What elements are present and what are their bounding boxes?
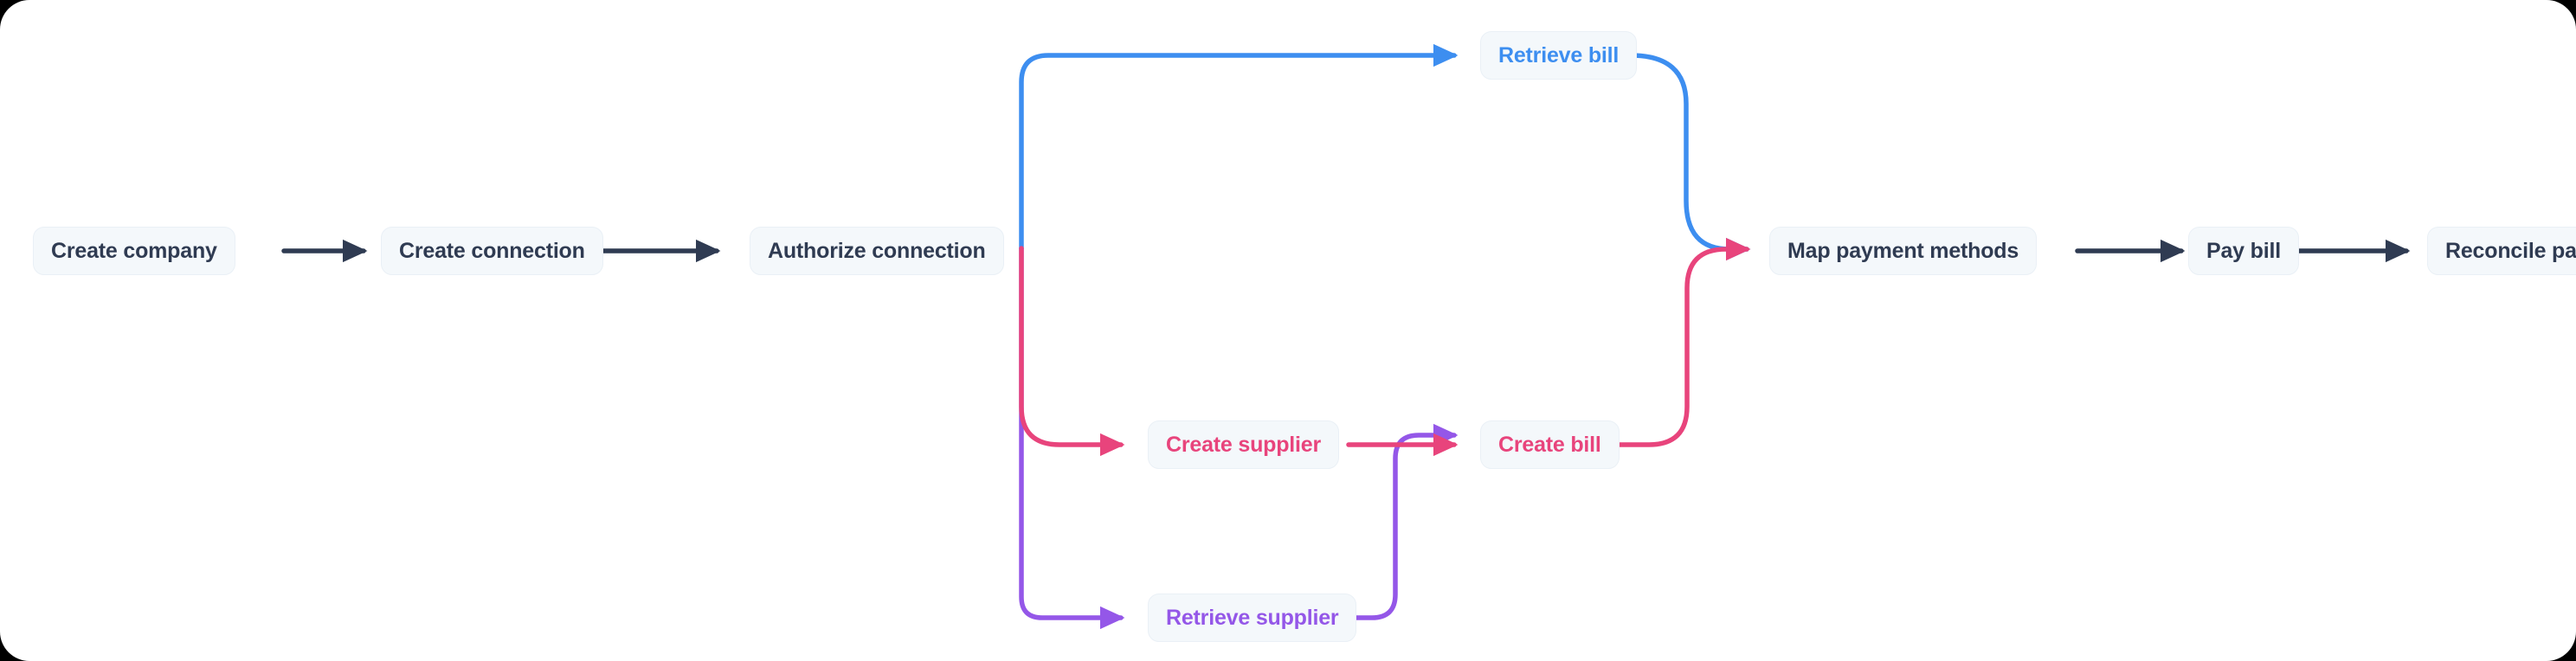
node-retrieve-bill[interactable]: Retrieve bill [1480,31,1638,80]
node-create-bill[interactable]: Create bill [1480,420,1620,469]
node-map-payment-methods[interactable]: Map payment methods [1769,227,2038,275]
node-reconcile-payments[interactable]: Reconcile payments [2427,227,2576,275]
node-label: Retrieve bill [1498,42,1620,67]
node-label: Reconcile payments [2445,238,2576,263]
node-authorize-connection[interactable]: Authorize connection [750,227,1004,275]
node-create-connection[interactable]: Create connection [381,227,603,275]
edge-authorize-to-retrieve-supplier [1019,246,1125,630]
edge-retrieve-supplier-to-create-bill [1348,423,1459,620]
node-create-supplier[interactable]: Create supplier [1148,420,1340,469]
node-label: Create connection [399,238,585,263]
edge-authorize-to-retrieve-bill [1019,43,1459,251]
node-retrieve-supplier[interactable]: Retrieve supplier [1148,594,1357,642]
node-label: Map payment methods [1787,238,2019,263]
edge-create-bill-to-map-payment-methods [1610,237,1751,447]
node-create-company[interactable]: Create company [33,227,235,275]
node-label: Retrieve supplier [1166,605,1339,630]
node-label: Pay bill [2206,238,2281,263]
edge-retrieve-bill-to-map-payment-methods [1628,53,1751,261]
node-label: Authorize connection [768,238,986,263]
node-pay-bill[interactable]: Pay bill [2188,227,2299,275]
node-label: Create bill [1498,432,1601,457]
node-label: Create supplier [1166,432,1322,457]
edge-authorize-to-create-supplier [1019,246,1125,457]
node-label: Create company [51,238,217,263]
